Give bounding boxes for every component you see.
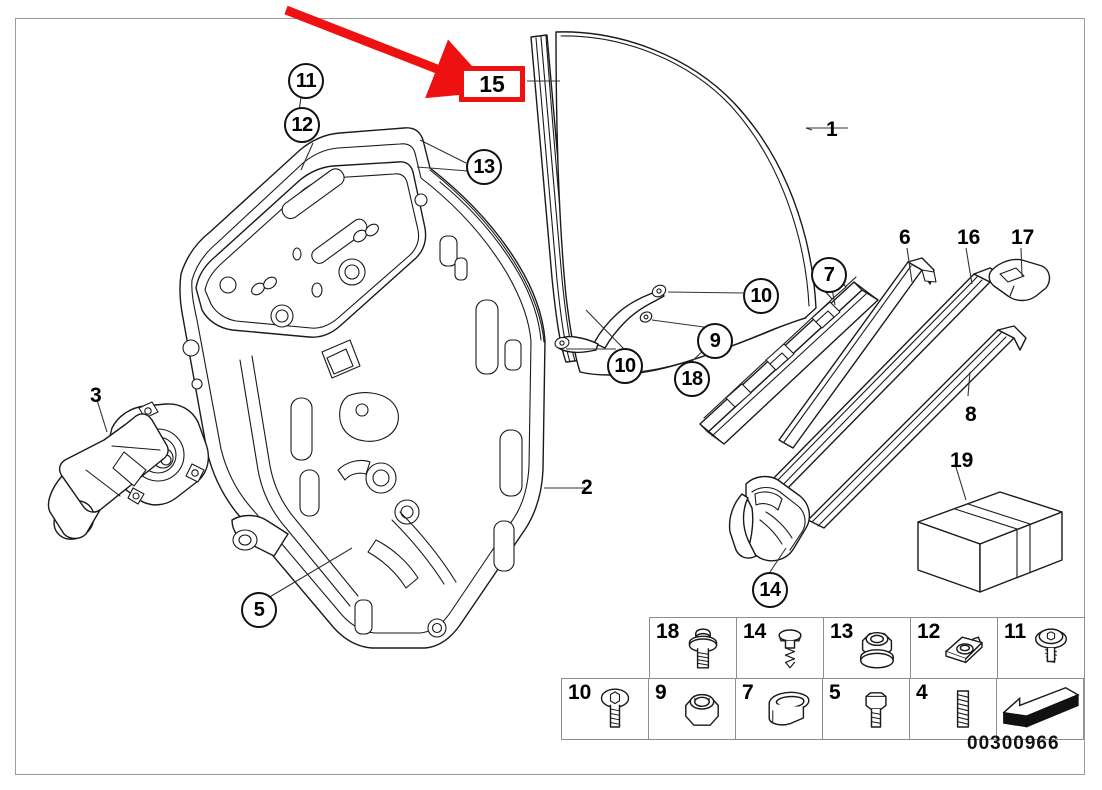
callout-bubble-13[interactable]: 13 [466, 149, 502, 185]
hardware-number-5: 5 [829, 681, 841, 704]
part-number-label-2: 2 [581, 476, 593, 499]
torx-pan-head-bolt-icon [586, 681, 644, 737]
hex-head-bolt-icon [847, 681, 905, 737]
hardware-cell-9[interactable]: 9 [648, 678, 736, 740]
part-number-label-8: 8 [965, 403, 977, 426]
hardware-number-18: 18 [656, 620, 680, 643]
hardware-cell-11[interactable]: 11 [997, 617, 1085, 679]
hex-lock-nut-icon [673, 681, 731, 737]
hardware-table-row: 18 14 13 12 11 [649, 617, 1085, 679]
oval-grommet-plug-icon [760, 681, 818, 737]
hardware-cell-5[interactable]: 5 [822, 678, 910, 740]
threaded-stud-icon [934, 681, 992, 737]
hardware-number-4: 4 [916, 681, 928, 704]
hardware-number-14: 14 [743, 620, 767, 643]
plastic-rivet-icon [761, 620, 819, 676]
callout-bubble-11[interactable]: 11 [288, 63, 324, 99]
callout-bubble-10[interactable]: 10 [607, 348, 643, 384]
hardware-number-7: 7 [742, 681, 754, 704]
flanged-bolt-with-washer-icon [674, 620, 732, 676]
door-window-glass-part-1 [555, 31, 817, 376]
spring-clip-nut-icon [935, 620, 993, 676]
flange-lock-nut-icon [848, 620, 906, 676]
window-guide-seal-part-7 [699, 276, 879, 445]
window-guide-rail-part-8 [807, 325, 1027, 529]
part-number-label-16: 16 [957, 226, 981, 249]
guide-rail-end-cap-part-17 [988, 258, 1051, 302]
hardware-cell-13[interactable]: 13 [823, 617, 911, 679]
part-number-label-17: 17 [1011, 226, 1035, 249]
callout-bubble-10[interactable]: 10 [743, 278, 779, 314]
hardware-number-11: 11 [1004, 620, 1027, 643]
direction-arrow-icon [1001, 681, 1080, 737]
red-annotation-arrow [284, 5, 496, 99]
hardware-cell-18[interactable]: 18 [649, 617, 737, 679]
diagram-id-label: 00300966 [967, 733, 1060, 754]
hardware-cell-arrow[interactable] [996, 678, 1084, 740]
hardware-cell-10[interactable]: 10 [561, 678, 649, 740]
hardware-cell-12[interactable]: 12 [910, 617, 998, 679]
hardware-fastener-table: 18 14 13 12 11 10 9 7 5 4 [561, 617, 1085, 740]
part-number-label-6: 6 [899, 226, 911, 249]
callout-bubble-9[interactable]: 9 [697, 323, 733, 359]
highlighted-part-label-15[interactable]: 15 [459, 66, 525, 102]
callout-bubble-14[interactable]: 14 [752, 572, 788, 608]
window-glass-mount-bracket [554, 284, 667, 354]
window-guide-rail-part-6 [778, 257, 937, 449]
hardware-cell-14[interactable]: 14 [736, 617, 824, 679]
hardware-number-9: 9 [655, 681, 667, 704]
window-lifter-motor-part-3 [47, 401, 210, 540]
hardware-number-10: 10 [568, 681, 592, 704]
hardware-cell-7[interactable]: 7 [735, 678, 823, 740]
torx-washer-screw-icon [1022, 620, 1080, 676]
hardware-cell-4[interactable]: 4 [909, 678, 997, 740]
parts-kit-box-part-19 [917, 491, 1063, 593]
callout-bubble-12[interactable]: 12 [284, 107, 320, 143]
part-number-label-19: 19 [950, 449, 974, 472]
callout-bubble-7[interactable]: 7 [811, 257, 847, 293]
part-number-label-1: 1 [826, 118, 838, 141]
hardware-number-12: 12 [917, 620, 941, 643]
hardware-number-13: 13 [830, 620, 854, 643]
callout-bubble-5[interactable]: 5 [241, 592, 277, 628]
leader-lines [96, 80, 1023, 599]
window-guide-bottom-bracket-part-14 [728, 475, 811, 562]
window-regulator-carrier-plate-part-2 [179, 127, 546, 649]
part-number-label-3: 3 [90, 384, 102, 407]
hardware-table-row: 10 9 7 5 4 [561, 678, 1085, 740]
callout-bubble-18[interactable]: 18 [674, 361, 710, 397]
